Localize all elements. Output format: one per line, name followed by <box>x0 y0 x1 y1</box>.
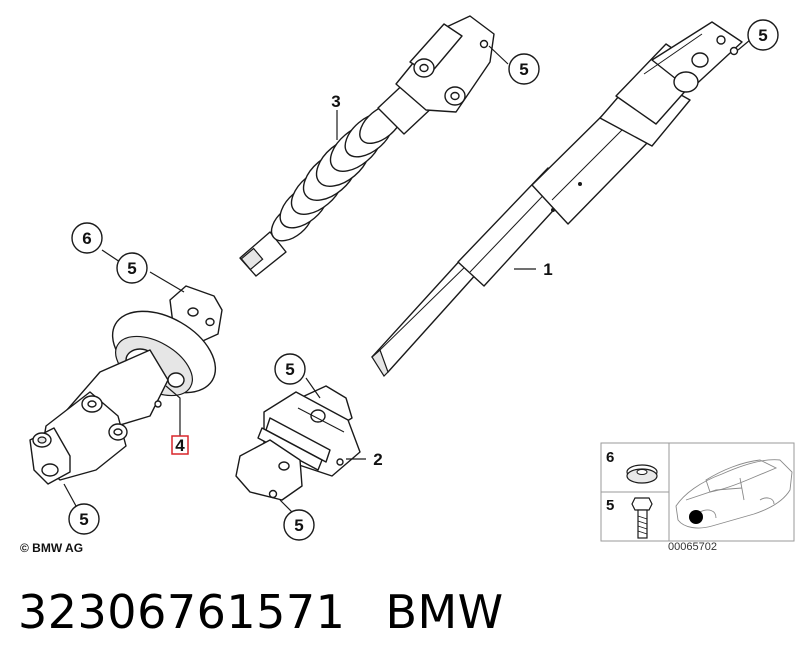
callout-number: 5 <box>294 516 303 535</box>
callout-4-highlighted: 4 <box>171 435 189 455</box>
callout-number: 5 <box>758 26 767 45</box>
intermediate-shaft-with-bellows <box>239 15 495 277</box>
callout-label-3: 3 <box>331 92 340 111</box>
car-location-icon <box>675 459 793 529</box>
brand-name: BMW <box>385 585 504 639</box>
callout-5-mid-left: 5 <box>116 252 148 284</box>
legend-panel: 6 5 <box>600 442 795 542</box>
callout-label-2: 2 <box>373 450 382 469</box>
callout-5-bottom-left: 5 <box>68 503 100 535</box>
image-code: 00065702 <box>668 541 717 553</box>
callout-label-1: 1 <box>543 260 552 279</box>
bolt-icon <box>631 497 653 539</box>
callout-5-top-right: 5 <box>747 19 779 51</box>
washer-icon <box>626 464 658 484</box>
callout-5-joint-top: 5 <box>274 353 306 385</box>
legend-number-top: 6 <box>606 449 614 466</box>
footer-caption: 32306761571 BMW <box>18 585 504 639</box>
legend-number-bottom: 5 <box>606 497 614 514</box>
callout-5-joint-bottom: 5 <box>283 509 315 541</box>
callout-number: 5 <box>285 360 294 379</box>
leader-lines <box>63 39 751 515</box>
callout-number: 4 <box>175 436 185 455</box>
callout-number: 5 <box>127 259 136 278</box>
callout-number: 6 <box>82 229 91 248</box>
part-number: 32306761571 <box>18 585 346 639</box>
callout-6: 6 <box>71 222 103 254</box>
flexible-coupling-joint <box>29 285 223 485</box>
steering-column-shaft <box>371 21 743 377</box>
location-marker <box>689 510 703 524</box>
callout-number: 5 <box>519 60 528 79</box>
highlight-box <box>171 435 189 455</box>
callout-number: 5 <box>79 510 88 529</box>
copyright-notice: © BMW AG <box>20 541 84 555</box>
callout-5-top-left: 5 <box>508 53 540 85</box>
lower-universal-joint <box>235 385 361 501</box>
